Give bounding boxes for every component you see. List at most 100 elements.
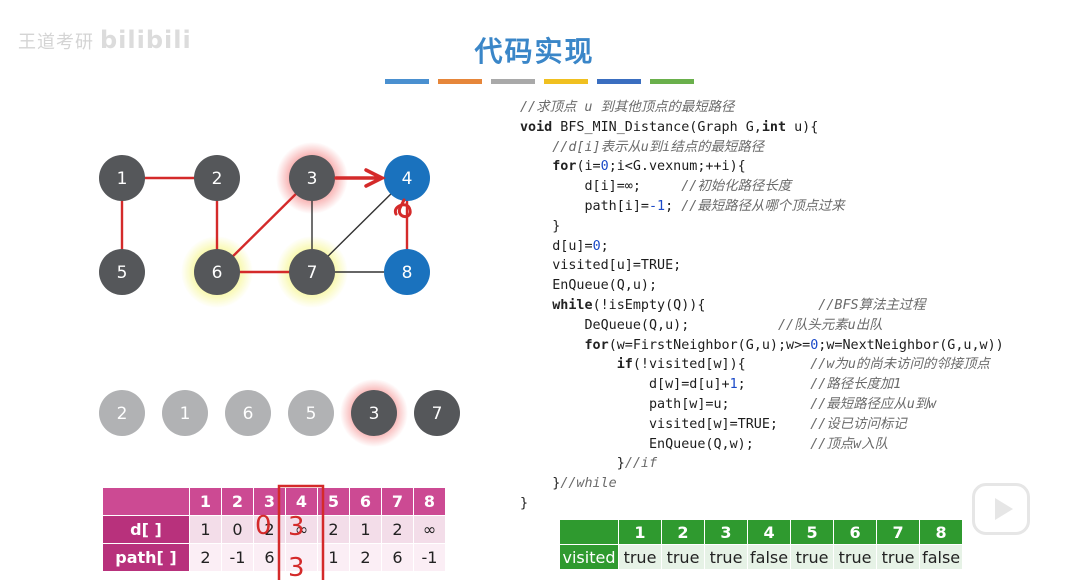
- accent-bar: [597, 79, 641, 84]
- path-cell: [285, 543, 318, 572]
- graph-node: [194, 249, 240, 295]
- code-text: EnQueue(Q,w);: [520, 436, 754, 452]
- queue-node-label: 2: [117, 404, 128, 424]
- visited-cell: true: [833, 544, 878, 570]
- visited-cell: true: [790, 544, 835, 570]
- code-keyword: for: [584, 337, 609, 353]
- handwritten-arrow: [334, 168, 386, 188]
- handwritten-d4-value: 3: [288, 512, 305, 542]
- path-cell: -1: [221, 543, 254, 572]
- code-number: -1: [649, 198, 666, 214]
- path-cell: 2: [189, 543, 222, 572]
- graph-node-label: 4: [402, 169, 413, 189]
- graph-node: [99, 249, 145, 295]
- code-text: ;: [665, 198, 682, 214]
- queue-node-label: 6: [243, 404, 254, 424]
- d-cell: 1: [189, 515, 222, 544]
- visited-row: visited true true true false true true t…: [559, 544, 964, 570]
- code-text: (w=FirstNeighbor(G,u);w>=: [608, 337, 811, 353]
- graph-node-label: 2: [212, 169, 223, 189]
- code-comment: //if: [624, 456, 658, 472]
- bfs-queue: 2 1 6 5 3 7: [99, 379, 460, 447]
- column-4-highlight-box: [277, 484, 325, 580]
- play-button[interactable]: [972, 483, 1030, 535]
- code-text: (i=: [576, 159, 601, 175]
- code-comment: //设已访问标记: [777, 416, 907, 432]
- visited-header: 8: [919, 519, 964, 545]
- code-comment: //while: [560, 476, 617, 492]
- graph-node-label: 7: [307, 263, 318, 283]
- graph-node: [289, 249, 335, 295]
- graph-edges: [120, 176, 409, 274]
- code-number: 1: [729, 377, 738, 393]
- code-comment: //最短路径应从u到w: [729, 396, 937, 412]
- code-text: (!isEmpty(Q)){: [592, 297, 706, 313]
- visited-header: 4: [746, 519, 792, 545]
- code-text: d[u]=: [520, 238, 593, 254]
- code-comment: //顶点w入队: [753, 436, 888, 452]
- d-cell: 0: [221, 515, 254, 544]
- graph-node-label: 6: [212, 263, 223, 283]
- code-text: (!visited[w]){: [632, 357, 746, 373]
- d-row: d[ ] 1 0 2 ∞ 2 1 2 ∞: [102, 515, 446, 544]
- graph-node: [289, 155, 335, 201]
- queue-node-label: 3: [369, 404, 380, 424]
- queue-node: [162, 390, 208, 436]
- code-block: //求顶点 u 到其他顶点的最短路径 void BFS_MIN_Distance…: [520, 98, 1004, 514]
- code-text: }: [520, 476, 561, 492]
- code-text: path[w]=u;: [520, 396, 730, 412]
- graph-node: [384, 155, 430, 201]
- code-number: 0: [592, 238, 601, 254]
- path-cell: 2: [349, 543, 382, 572]
- graph-node: [194, 155, 240, 201]
- queue-node-label: 1: [180, 404, 191, 424]
- graph-node-label: 3: [307, 169, 318, 189]
- dist-header: 2: [221, 487, 254, 516]
- page-title: 代码实现: [474, 35, 595, 68]
- accent-bar: [491, 79, 535, 84]
- queue-node-label: 5: [306, 404, 317, 424]
- accent-bar: [544, 79, 588, 84]
- handwritten-path4-value: 3: [288, 553, 305, 580]
- visited-row-label: visited: [559, 544, 619, 570]
- d-cell: 1: [349, 515, 382, 544]
- visited-header: 2: [661, 519, 705, 545]
- watermark-brand: bilibili: [100, 26, 192, 54]
- dist-header: 1: [189, 487, 222, 516]
- handwritten-annotations: [334, 168, 412, 218]
- code-comment: //最短路径从哪个顶点过来: [681, 198, 845, 214]
- code-text: ;i<G.vexnum;++i){: [608, 159, 746, 175]
- queue-node: [225, 390, 271, 436]
- code-text: }: [520, 456, 625, 472]
- code-comment: //d[i]表示从u到i结点的最短路径: [520, 139, 765, 155]
- code-text: EnQueue(Q,u);: [520, 278, 658, 294]
- queue-node-label: 7: [432, 404, 443, 424]
- visited-cell: true: [704, 544, 748, 570]
- code-text: visited[w]=TRUE;: [520, 416, 778, 432]
- dist-header: 6: [349, 487, 382, 516]
- d-row-label: d[ ]: [102, 515, 190, 544]
- visited-cell: true: [618, 544, 662, 570]
- graph-node-label: 5: [117, 263, 128, 283]
- code-keyword: if: [616, 357, 633, 373]
- dist-corner: [102, 487, 190, 516]
- code-text: ;w=NextNeighbor(G,u,w)): [818, 337, 1004, 353]
- code-text: ;: [600, 238, 609, 254]
- visited-table: 1 2 3 4 5 6 7 8 visited true true true f…: [559, 519, 964, 570]
- code-keyword: for: [552, 159, 577, 175]
- code-text: DeQueue(Q,u);: [520, 317, 690, 333]
- graph-node: [384, 249, 430, 295]
- visited-header: 3: [704, 519, 748, 545]
- d-cell: ∞: [413, 515, 446, 544]
- accent-bar: [650, 79, 694, 84]
- queue-node: [414, 390, 460, 436]
- path-cell: -1: [413, 543, 446, 572]
- visited-corner: [559, 519, 619, 545]
- code-comment: //BFS算法主过程: [705, 297, 926, 313]
- accent-bar: [438, 79, 482, 84]
- dist-header-row: 1 2 3 4 5 6 7 8: [102, 487, 446, 516]
- visited-header: 7: [876, 519, 921, 545]
- visited-header: 1: [618, 519, 662, 545]
